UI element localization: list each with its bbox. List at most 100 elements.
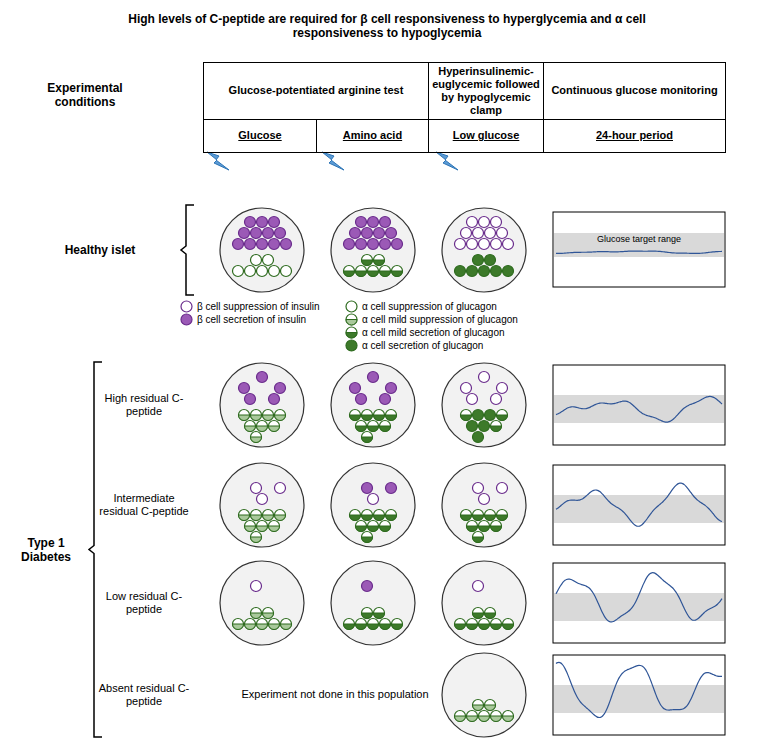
cell-fill [368, 624, 379, 630]
cell-body [356, 521, 367, 532]
cell-body [356, 266, 367, 277]
islet-outline [442, 463, 526, 547]
cell-body [251, 255, 262, 266]
cell-fill [461, 515, 472, 521]
alpha-cell [503, 266, 514, 277]
alpha-cell [455, 619, 466, 630]
islet-outline [442, 363, 526, 447]
beta-cell [473, 581, 484, 592]
cell-body [275, 410, 286, 421]
panel-frame [553, 365, 725, 445]
cell-body [491, 217, 502, 228]
beta-cell [467, 239, 478, 250]
cell-fill [233, 624, 244, 630]
cell-body [461, 510, 472, 521]
cell-fill [485, 705, 496, 711]
cell-body [473, 432, 484, 443]
cell-fill [281, 624, 292, 630]
cell-fill [380, 271, 391, 277]
cell-fill [269, 526, 280, 532]
cell-body [350, 410, 361, 421]
cell-body [497, 228, 508, 239]
alpha-cell [485, 608, 496, 619]
cell-body [467, 239, 478, 250]
stimulus-bolt [322, 152, 344, 170]
target-band [554, 685, 724, 713]
alpha-cell [257, 521, 268, 532]
alpha-cell [374, 255, 385, 266]
legend-item: β cell suppression of insulin [180, 300, 319, 313]
alpha-cell [491, 619, 502, 630]
cell-body [350, 228, 361, 239]
cell-body [344, 619, 355, 630]
row-label: Absent residual C-peptide [98, 675, 190, 715]
beta-cell [368, 217, 379, 228]
row-label: Intermediate residual C-peptide [98, 480, 190, 530]
cell-fill [455, 624, 466, 630]
beta-cell [503, 239, 514, 250]
cell-body [245, 619, 256, 630]
alpha-cell [346, 327, 357, 338]
cell-fill [362, 437, 373, 443]
cell-body [473, 483, 484, 494]
cell-fill [374, 613, 385, 619]
legend-text: α cell secretion of glucagon [362, 340, 483, 351]
beta-cell [386, 228, 397, 239]
glucose-trace [556, 573, 722, 622]
alpha-cell [491, 421, 502, 432]
cell-text: Continuous glucose monitoring [551, 84, 717, 97]
cell-body [350, 383, 361, 394]
cell-body [356, 239, 367, 250]
cell-body [269, 239, 280, 250]
cell-body [392, 239, 403, 250]
cell-fill [368, 271, 379, 277]
cell-fill [263, 613, 274, 619]
islet-outline [442, 653, 526, 737]
beta-cell [251, 581, 262, 592]
cell-body [362, 483, 373, 494]
cell-body [233, 619, 244, 630]
cell-body [479, 217, 490, 228]
alpha-cell [386, 510, 397, 521]
beta-cell [473, 228, 484, 239]
note: Experiment not done in this population [240, 675, 430, 715]
legend-text: β cell secretion of insulin [197, 314, 306, 325]
cell-body [461, 228, 472, 239]
cell-body [380, 421, 391, 432]
cell-fill [344, 271, 355, 276]
beta-cell [386, 483, 397, 494]
legend-sample [345, 339, 358, 352]
cell-body [245, 394, 256, 405]
cell-fill [269, 624, 280, 630]
cell-fill [245, 624, 256, 630]
cell-fill [275, 415, 286, 421]
cell-body [473, 532, 484, 543]
label-text: Experiment not done in this population [241, 688, 428, 701]
alpha-cell [269, 266, 280, 277]
alpha-cell [497, 410, 508, 421]
alpha-cell [467, 619, 478, 630]
islet [220, 463, 304, 547]
cell-fill [485, 613, 496, 619]
beta-cell [181, 301, 192, 312]
beta-cell [473, 483, 484, 494]
legend-item: α cell mild secretion of glucagon [345, 326, 505, 339]
cell-body [491, 394, 502, 405]
cell-body [479, 266, 490, 277]
alpha-cell [368, 619, 379, 630]
beta-cell [263, 228, 274, 239]
beta-cell [479, 239, 490, 250]
cell-body [380, 266, 391, 277]
alpha-cell [257, 619, 268, 630]
beta-cell [350, 383, 361, 394]
cell-fill [491, 526, 502, 532]
cell-fill [239, 515, 250, 521]
beta-cell [356, 217, 367, 228]
islet [331, 561, 415, 645]
alpha-cell [467, 266, 478, 277]
cell-body [386, 510, 397, 521]
label-text: Intermediate residual C-peptide [98, 492, 190, 518]
label-text: Type 1 Diabetes [4, 536, 88, 565]
